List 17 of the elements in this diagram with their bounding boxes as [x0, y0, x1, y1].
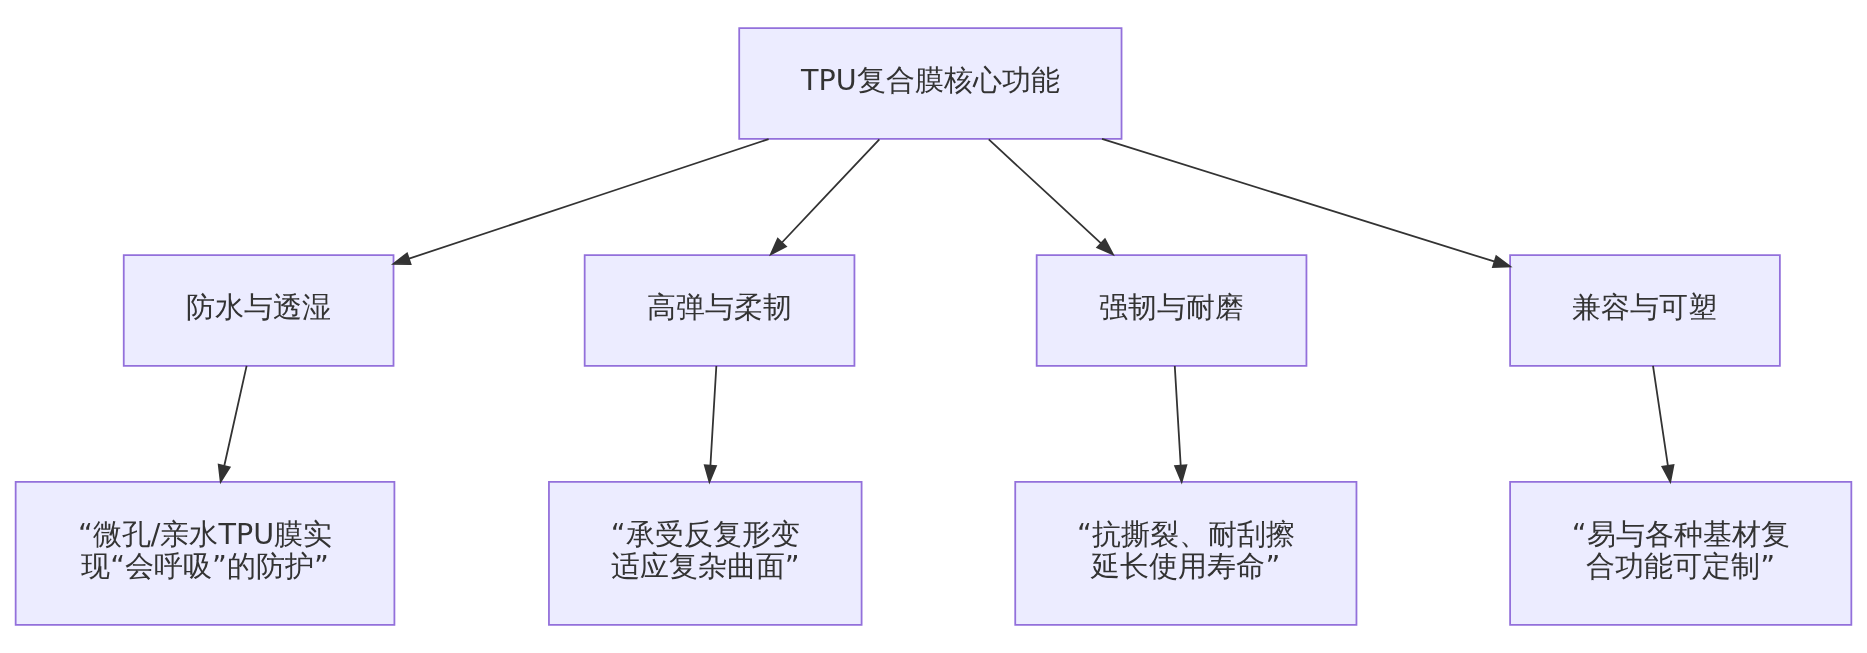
node-box: 强韧与耐磨	[1035, 254, 1308, 367]
node-box: 高弹与柔韧	[583, 254, 856, 367]
arrow	[703, 365, 718, 485]
node-box: “易与各种基材复合功能可定制”	[1509, 481, 1853, 626]
node-box: “承受反复形变适应复杂曲面”	[548, 481, 863, 626]
node-box: “抗撕裂、耐刮擦延长使用寿命”	[1014, 481, 1358, 626]
arrow	[217, 365, 248, 485]
arrow	[987, 138, 1115, 257]
arrow	[769, 138, 881, 257]
arrow	[1173, 365, 1188, 485]
node-box: TPU复合膜核心功能	[738, 27, 1123, 140]
node-box: 防水与透湿	[122, 254, 395, 367]
node-box: “微孔/亲水TPU膜实现“会呼吸”的防护”	[14, 481, 396, 626]
arrow	[390, 138, 770, 265]
node-box: 兼容与可塑	[1509, 254, 1781, 367]
arrow	[1652, 365, 1675, 485]
arrow	[1101, 138, 1513, 268]
